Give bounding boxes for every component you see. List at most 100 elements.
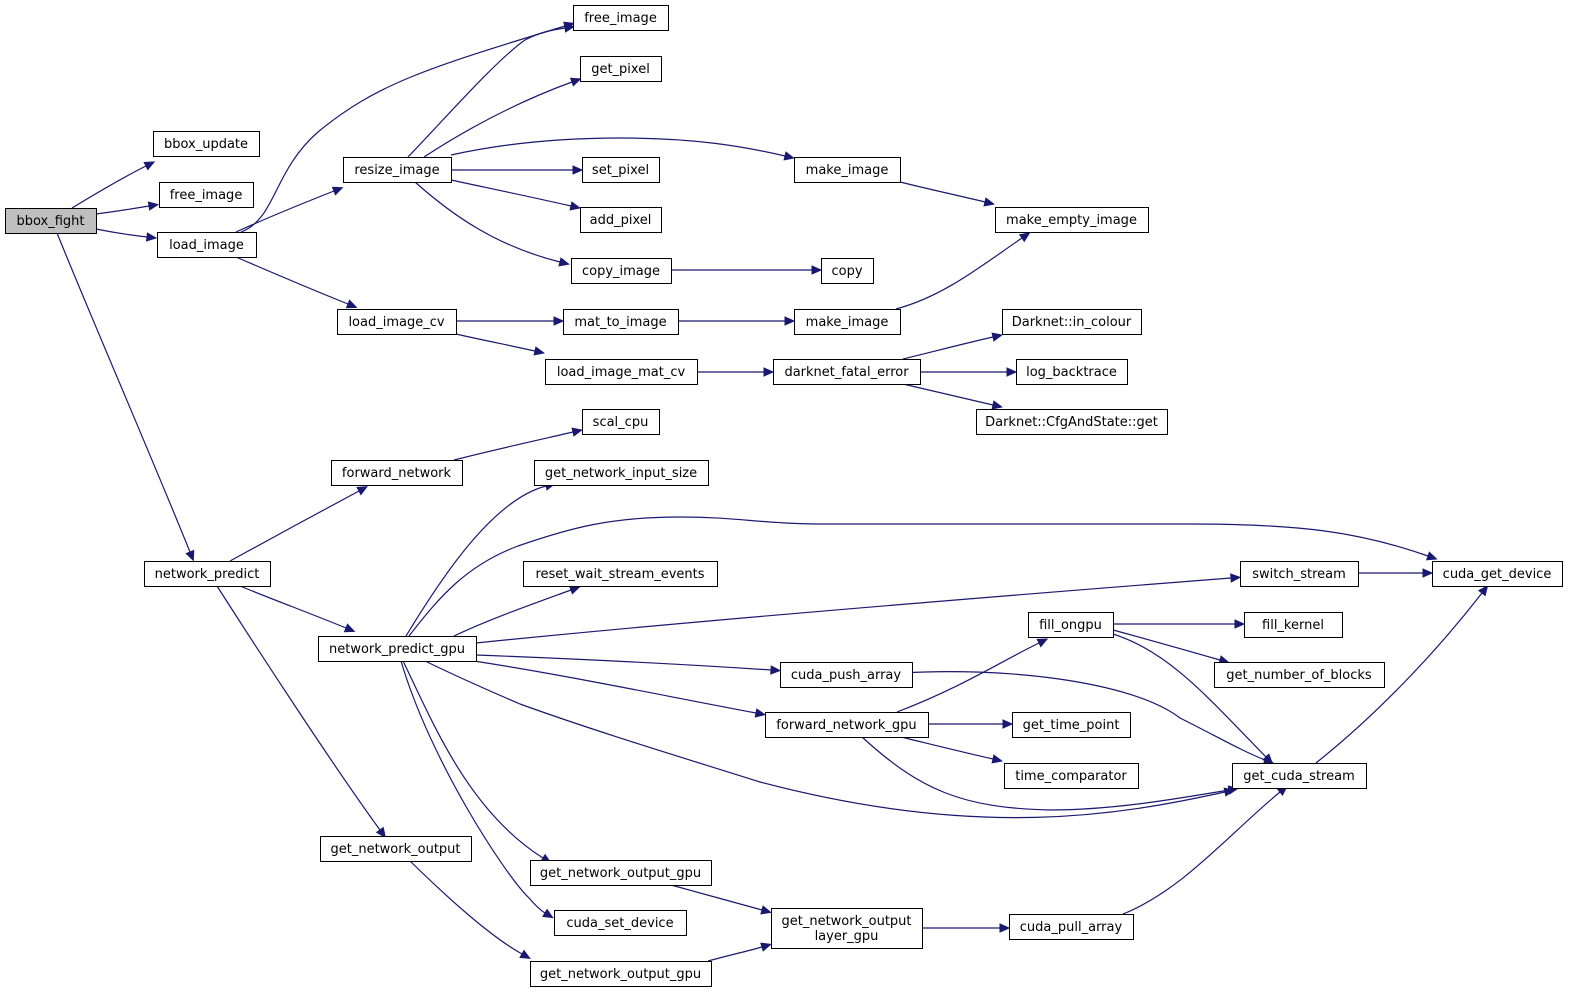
edge-network_predict_gpu-to-switch_stream [475, 573, 1242, 644]
edge-get_cuda_stream-to-cuda_get_device [1315, 584, 1489, 764]
node-label: resize_image [354, 163, 439, 178]
node-get-time-point[interactable]: get_time_point [1012, 712, 1131, 738]
node-get-network-output-gpu-2[interactable]: get_network_output_gpu [530, 961, 712, 987]
node-reset-wait-stream-events[interactable]: reset_wait_stream_events [523, 561, 718, 587]
node-make-empty-image[interactable]: make_empty_image [995, 207, 1149, 233]
edge-bbox_fight-to-bbox_update [71, 161, 156, 209]
node-resize-image[interactable]: resize_image [343, 157, 452, 183]
node-get-network-output[interactable]: get_network_output [320, 836, 472, 862]
node-forward-network[interactable]: forward_network [331, 460, 463, 486]
node-label: free_image [584, 11, 657, 26]
node-cuda-set-device[interactable]: cuda_set_device [554, 910, 687, 936]
node-scal-cpu[interactable]: scal_cpu [582, 409, 660, 435]
edge-forward_network_gpu-to-get_time_point [927, 719, 1014, 729]
node-get-network-input-size[interactable]: get_network_input_size [534, 460, 709, 486]
node-make-image-2[interactable]: make_image [794, 309, 901, 335]
node-label: add_pixel [590, 213, 652, 228]
node-log-backtrace[interactable]: log_backtrace [1016, 359, 1128, 385]
node-label: bbox_update [164, 137, 248, 152]
node-cuda-push-array[interactable]: cuda_push_array [780, 662, 913, 688]
node-copy[interactable]: copy [821, 258, 874, 284]
node-make-image-1[interactable]: make_image [794, 157, 901, 183]
node-fill-ongpu[interactable]: fill_ongpu [1028, 612, 1114, 638]
node-cuda-get-device[interactable]: cuda_get_device [1432, 561, 1563, 587]
node-free-image-2[interactable]: free_image [573, 5, 669, 31]
edge-mat_to_image-to-make_image_2 [678, 316, 796, 326]
edge-cuda_pull_array-to-get_cuda_stream [1122, 785, 1288, 915]
node-label: forward_network [342, 466, 452, 481]
node-cuda-pull-array[interactable]: cuda_pull_array [1009, 914, 1134, 940]
node-label: get_cuda_stream [1243, 769, 1355, 784]
edge-resize_image-to-get_pixel [423, 77, 582, 158]
node-set-pixel[interactable]: set_pixel [582, 157, 660, 183]
node-get-cuda-stream[interactable]: get_cuda_stream [1232, 763, 1367, 789]
edge-network_predict_gpu-to-cuda_push_array [475, 654, 782, 675]
node-bbox-update[interactable]: bbox_update [153, 131, 260, 157]
node-label: free_image [170, 188, 243, 203]
call-nodes: bbox_fight bbox_update free_image load_imag… [5, 5, 1563, 987]
edge-make_image_1-to-make_empty_image [899, 181, 995, 207]
node-add-pixel[interactable]: add_pixel [580, 207, 662, 233]
edge-network_predict_gpu-to-cuda_set_device [400, 660, 554, 919]
node-copy-image[interactable]: copy_image [571, 258, 672, 284]
node-network-predict-gpu[interactable]: network_predict_gpu [318, 636, 477, 662]
node-label: get_pixel [591, 62, 650, 77]
node-label: time_comparator [1015, 769, 1127, 784]
node-in-colour[interactable]: Darknet::in_colour [1002, 309, 1142, 335]
edge-darknet_fatal_error-to-cfg_get [902, 383, 1003, 410]
edge-forward_network_gpu-to-time_comparator [900, 736, 1003, 764]
node-time-comparator[interactable]: time_comparator [1004, 763, 1139, 789]
edge-bbox_fight-to-network_predict [56, 232, 195, 562]
edge-fill_ongpu-to-get_number_of_blocks [1112, 629, 1230, 665]
node-free-image-1[interactable]: free_image [159, 182, 254, 208]
edge-fill_ongpu-to-get_cuda_stream [1112, 633, 1274, 765]
edge-network_predict-to-network_predict_gpu [239, 585, 356, 633]
node-get-number-of-blocks[interactable]: get_number_of_blocks [1214, 662, 1385, 688]
edge-resize_image-to-set_pixel [451, 165, 584, 175]
node-fill-kernel[interactable]: fill_kernel [1244, 612, 1343, 638]
node-label: make_empty_image [1006, 213, 1137, 228]
node-cfg-get[interactable]: Darknet::CfgAndState::get [976, 409, 1168, 435]
node-mat-to-image[interactable]: mat_to_image [563, 309, 679, 335]
node-load-image-mat-cv[interactable]: load_image_mat_cv [545, 359, 698, 385]
edge-make_image_2-to-make_empty_image [895, 232, 1031, 310]
node-forward-network-gpu[interactable]: forward_network_gpu [765, 712, 929, 738]
node-label: cuda_push_array [791, 668, 902, 683]
edge-darknet_fatal_error-to-log_backtrace [920, 367, 1018, 377]
node-darknet-fatal-error[interactable]: darknet_fatal_error [773, 359, 921, 385]
node-switch-stream[interactable]: switch_stream [1240, 561, 1359, 587]
edge-switch_stream-to-cuda_get_device [1357, 568, 1434, 578]
node-label: fill_ongpu [1039, 618, 1102, 633]
edge-load_image-to-resize_image [235, 186, 344, 233]
node-get-pixel[interactable]: get_pixel [580, 56, 662, 82]
edge-forward_network_gpu-to-fill_ongpu [896, 638, 1049, 713]
node-label: set_pixel [592, 163, 649, 178]
node-label: cuda_pull_array [1020, 920, 1123, 935]
edge-resize_image-to-copy_image [414, 181, 570, 267]
node-label: load_image_cv [348, 315, 444, 330]
node-label: get_time_point [1023, 718, 1120, 733]
node-label: make_image [806, 315, 889, 330]
edge-network_predict-to-get_network_output [216, 585, 387, 839]
edge-load_image-to-free_image_2 [240, 21, 575, 233]
node-label: make_image [806, 163, 889, 178]
node-label: reset_wait_stream_events [535, 567, 704, 582]
edge-resize_image-to-add_pixel [450, 179, 581, 211]
node-load-image-cv[interactable]: load_image_cv [337, 309, 457, 335]
edge-network_predict_gpu-to-reset_wait_stream_events [453, 585, 581, 637]
node-label: copy [831, 264, 862, 279]
edge-load_image_cv-to-load_image_mat_cv [455, 333, 545, 356]
edge-network_predict_gpu-to-get_network_output_gpu_1 [402, 660, 552, 864]
node-label: darknet_fatal_error [784, 365, 909, 380]
node-network-predict[interactable]: network_predict [144, 561, 271, 587]
edge-copy_image-to-copy [671, 265, 823, 275]
edge-load_image-to-load_image_cv [235, 256, 358, 309]
node-label: Darknet::CfgAndState::get [985, 415, 1158, 430]
node-load-image[interactable]: load_image [157, 232, 257, 258]
node-bbox-fight[interactable]: bbox_fight [5, 208, 97, 234]
node-get-network-output-gpu-1[interactable]: get_network_output_gpu [530, 860, 712, 886]
call-edges [56, 21, 1489, 962]
node-label: cuda_get_device [1443, 567, 1552, 582]
node-label: network_predict_gpu [329, 642, 465, 657]
